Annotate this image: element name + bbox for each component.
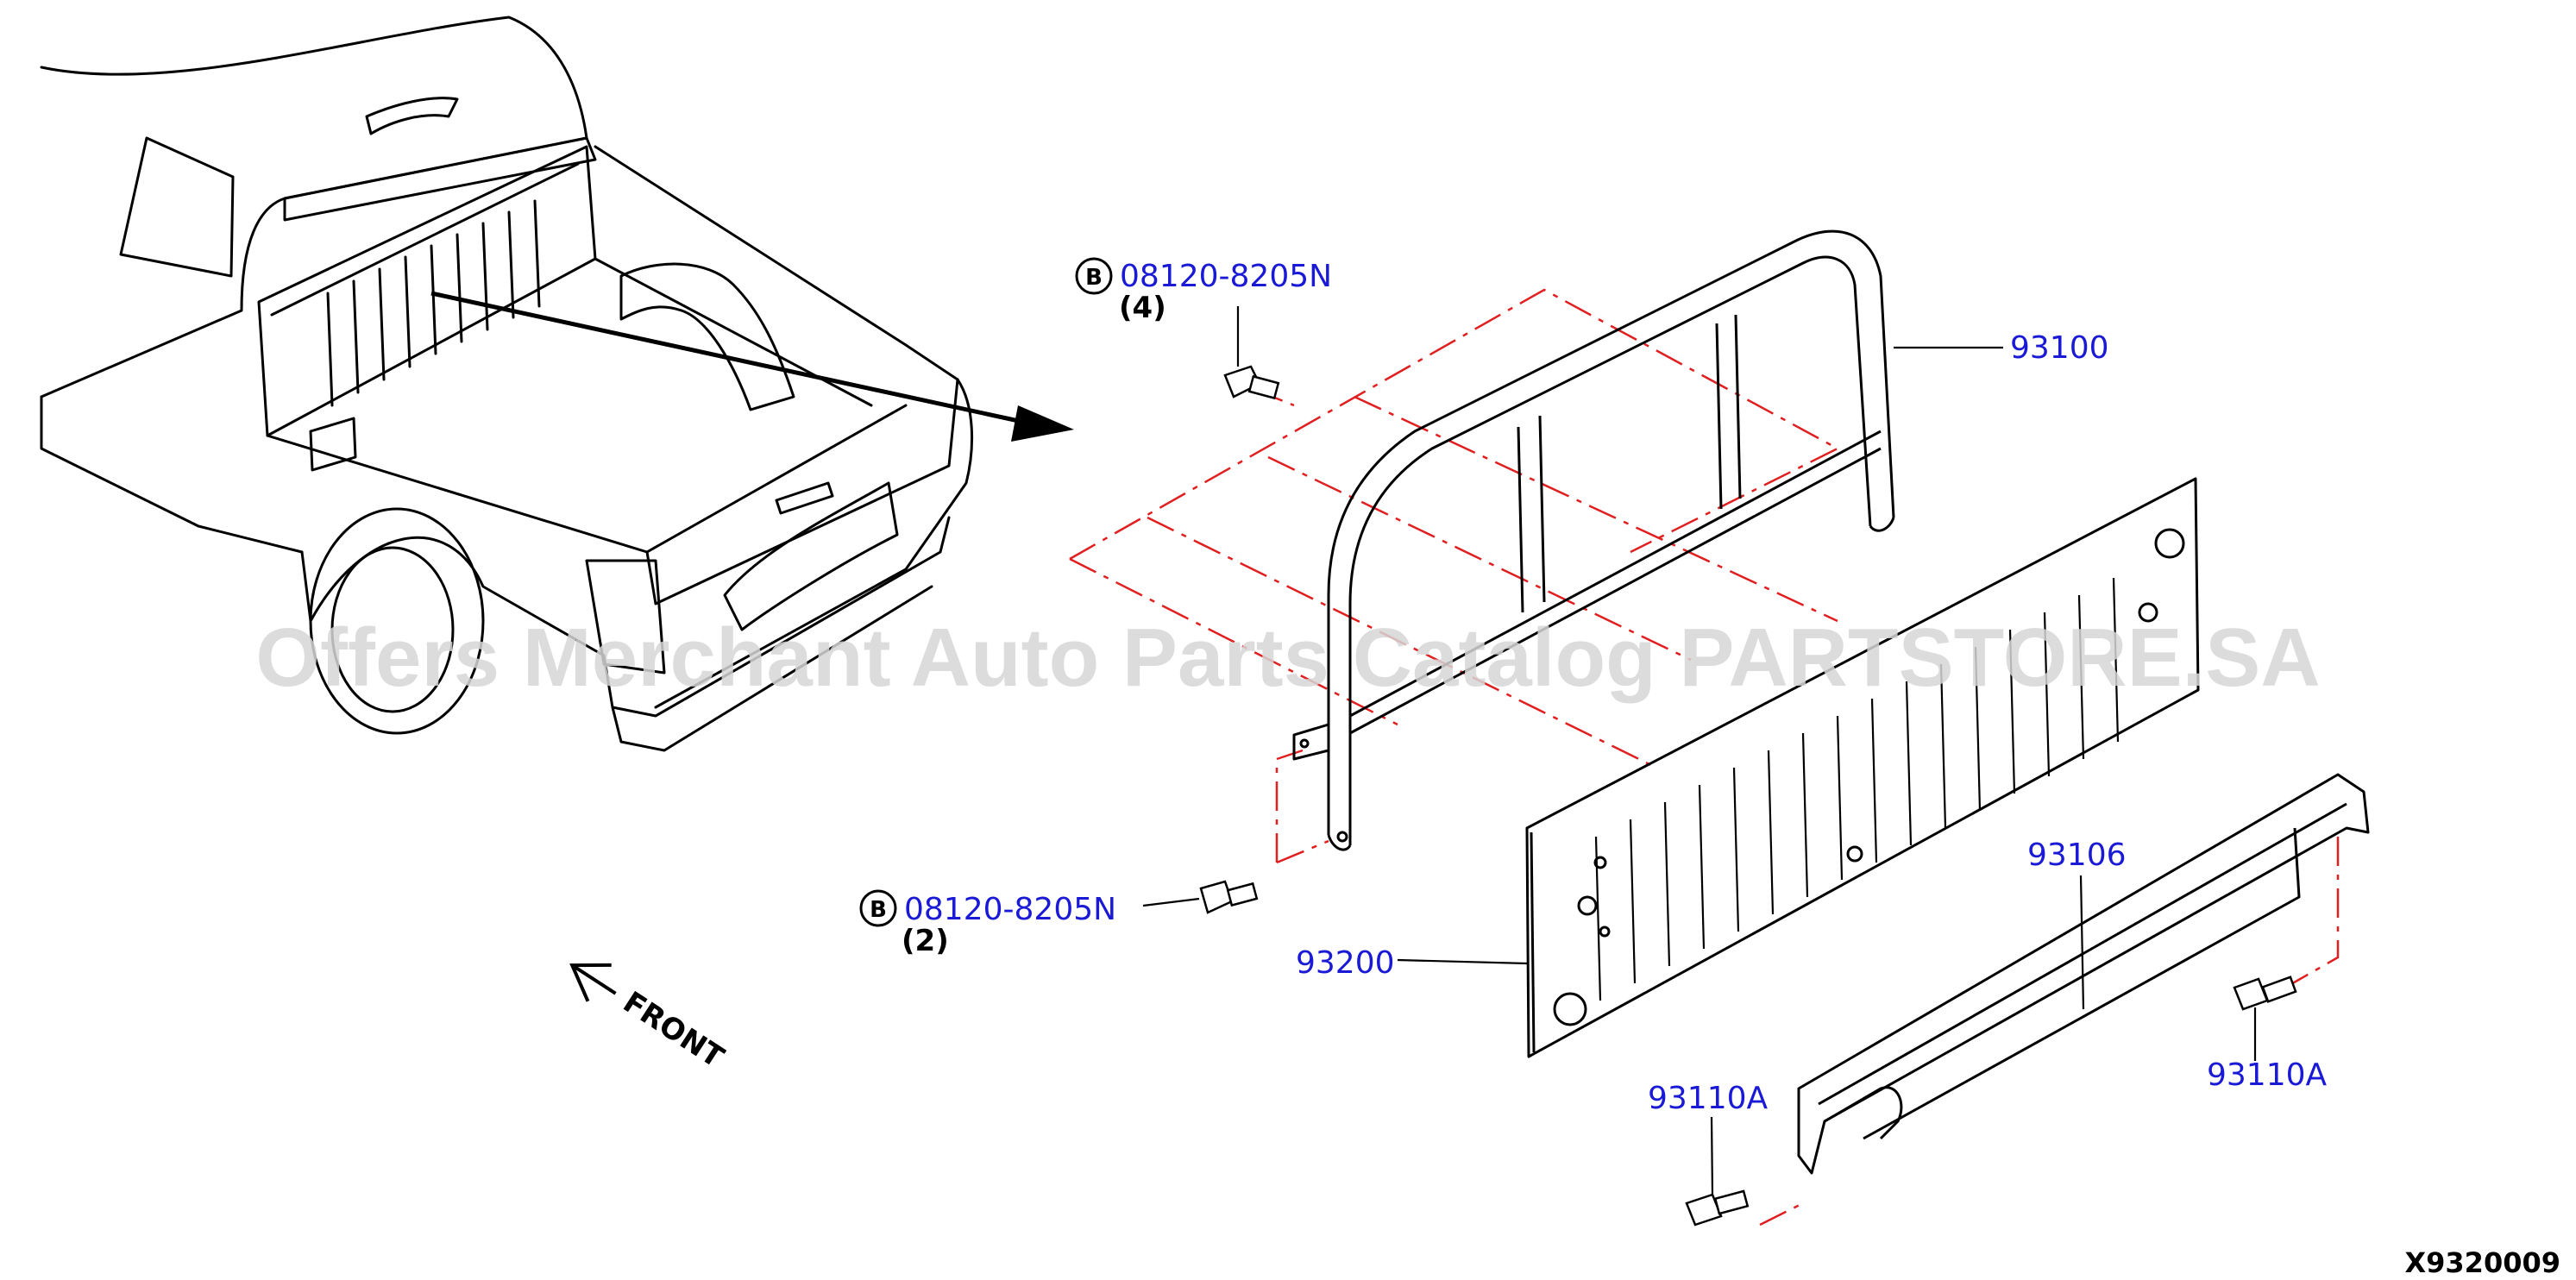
mounting-outline [1069, 288, 2340, 1227]
bolt-badge-top: B [1075, 257, 1113, 295]
label-rack: 93100 [2010, 330, 2109, 366]
headache-rack [1292, 229, 1895, 851]
bolt-top [1223, 365, 1280, 400]
label-bolt-top-qty: (4) [1119, 291, 1166, 325]
bolt-right [2233, 976, 2297, 1011]
front-indicator: FRONT [569, 963, 731, 1076]
label-clip-right: 93110A [2207, 1057, 2328, 1093]
label-bolt-mid-qty: (2) [902, 924, 949, 958]
truck-illustration [40, 16, 974, 752]
label-rail: 93106 [2027, 838, 2127, 873]
leader-lines [1142, 306, 2257, 1195]
label-bolt-mid-part: 08120-8205N [904, 892, 1116, 927]
label-panel: 93200 [1296, 945, 1395, 981]
label-bolt-top-part: 08120-8205N [1120, 259, 1332, 294]
diagram-code: X9320009 [2404, 1246, 2560, 1279]
bed-front-panel [1525, 477, 2200, 1058]
pointer-arrow [430, 291, 1074, 442]
bolt-badge-top-text: B [1085, 265, 1103, 291]
watermark: Offers Merchant Auto Parts Catalog PARTS… [255, 612, 2320, 704]
label-clip-left: 93110A [1648, 1081, 1769, 1116]
bolt-lower-left [1685, 1189, 1750, 1227]
bolt-mid [1199, 880, 1259, 914]
front-label: FRONT [617, 985, 730, 1076]
bolt-badge-mid: B [859, 889, 897, 927]
bolt-badge-mid-text: B [870, 897, 887, 923]
